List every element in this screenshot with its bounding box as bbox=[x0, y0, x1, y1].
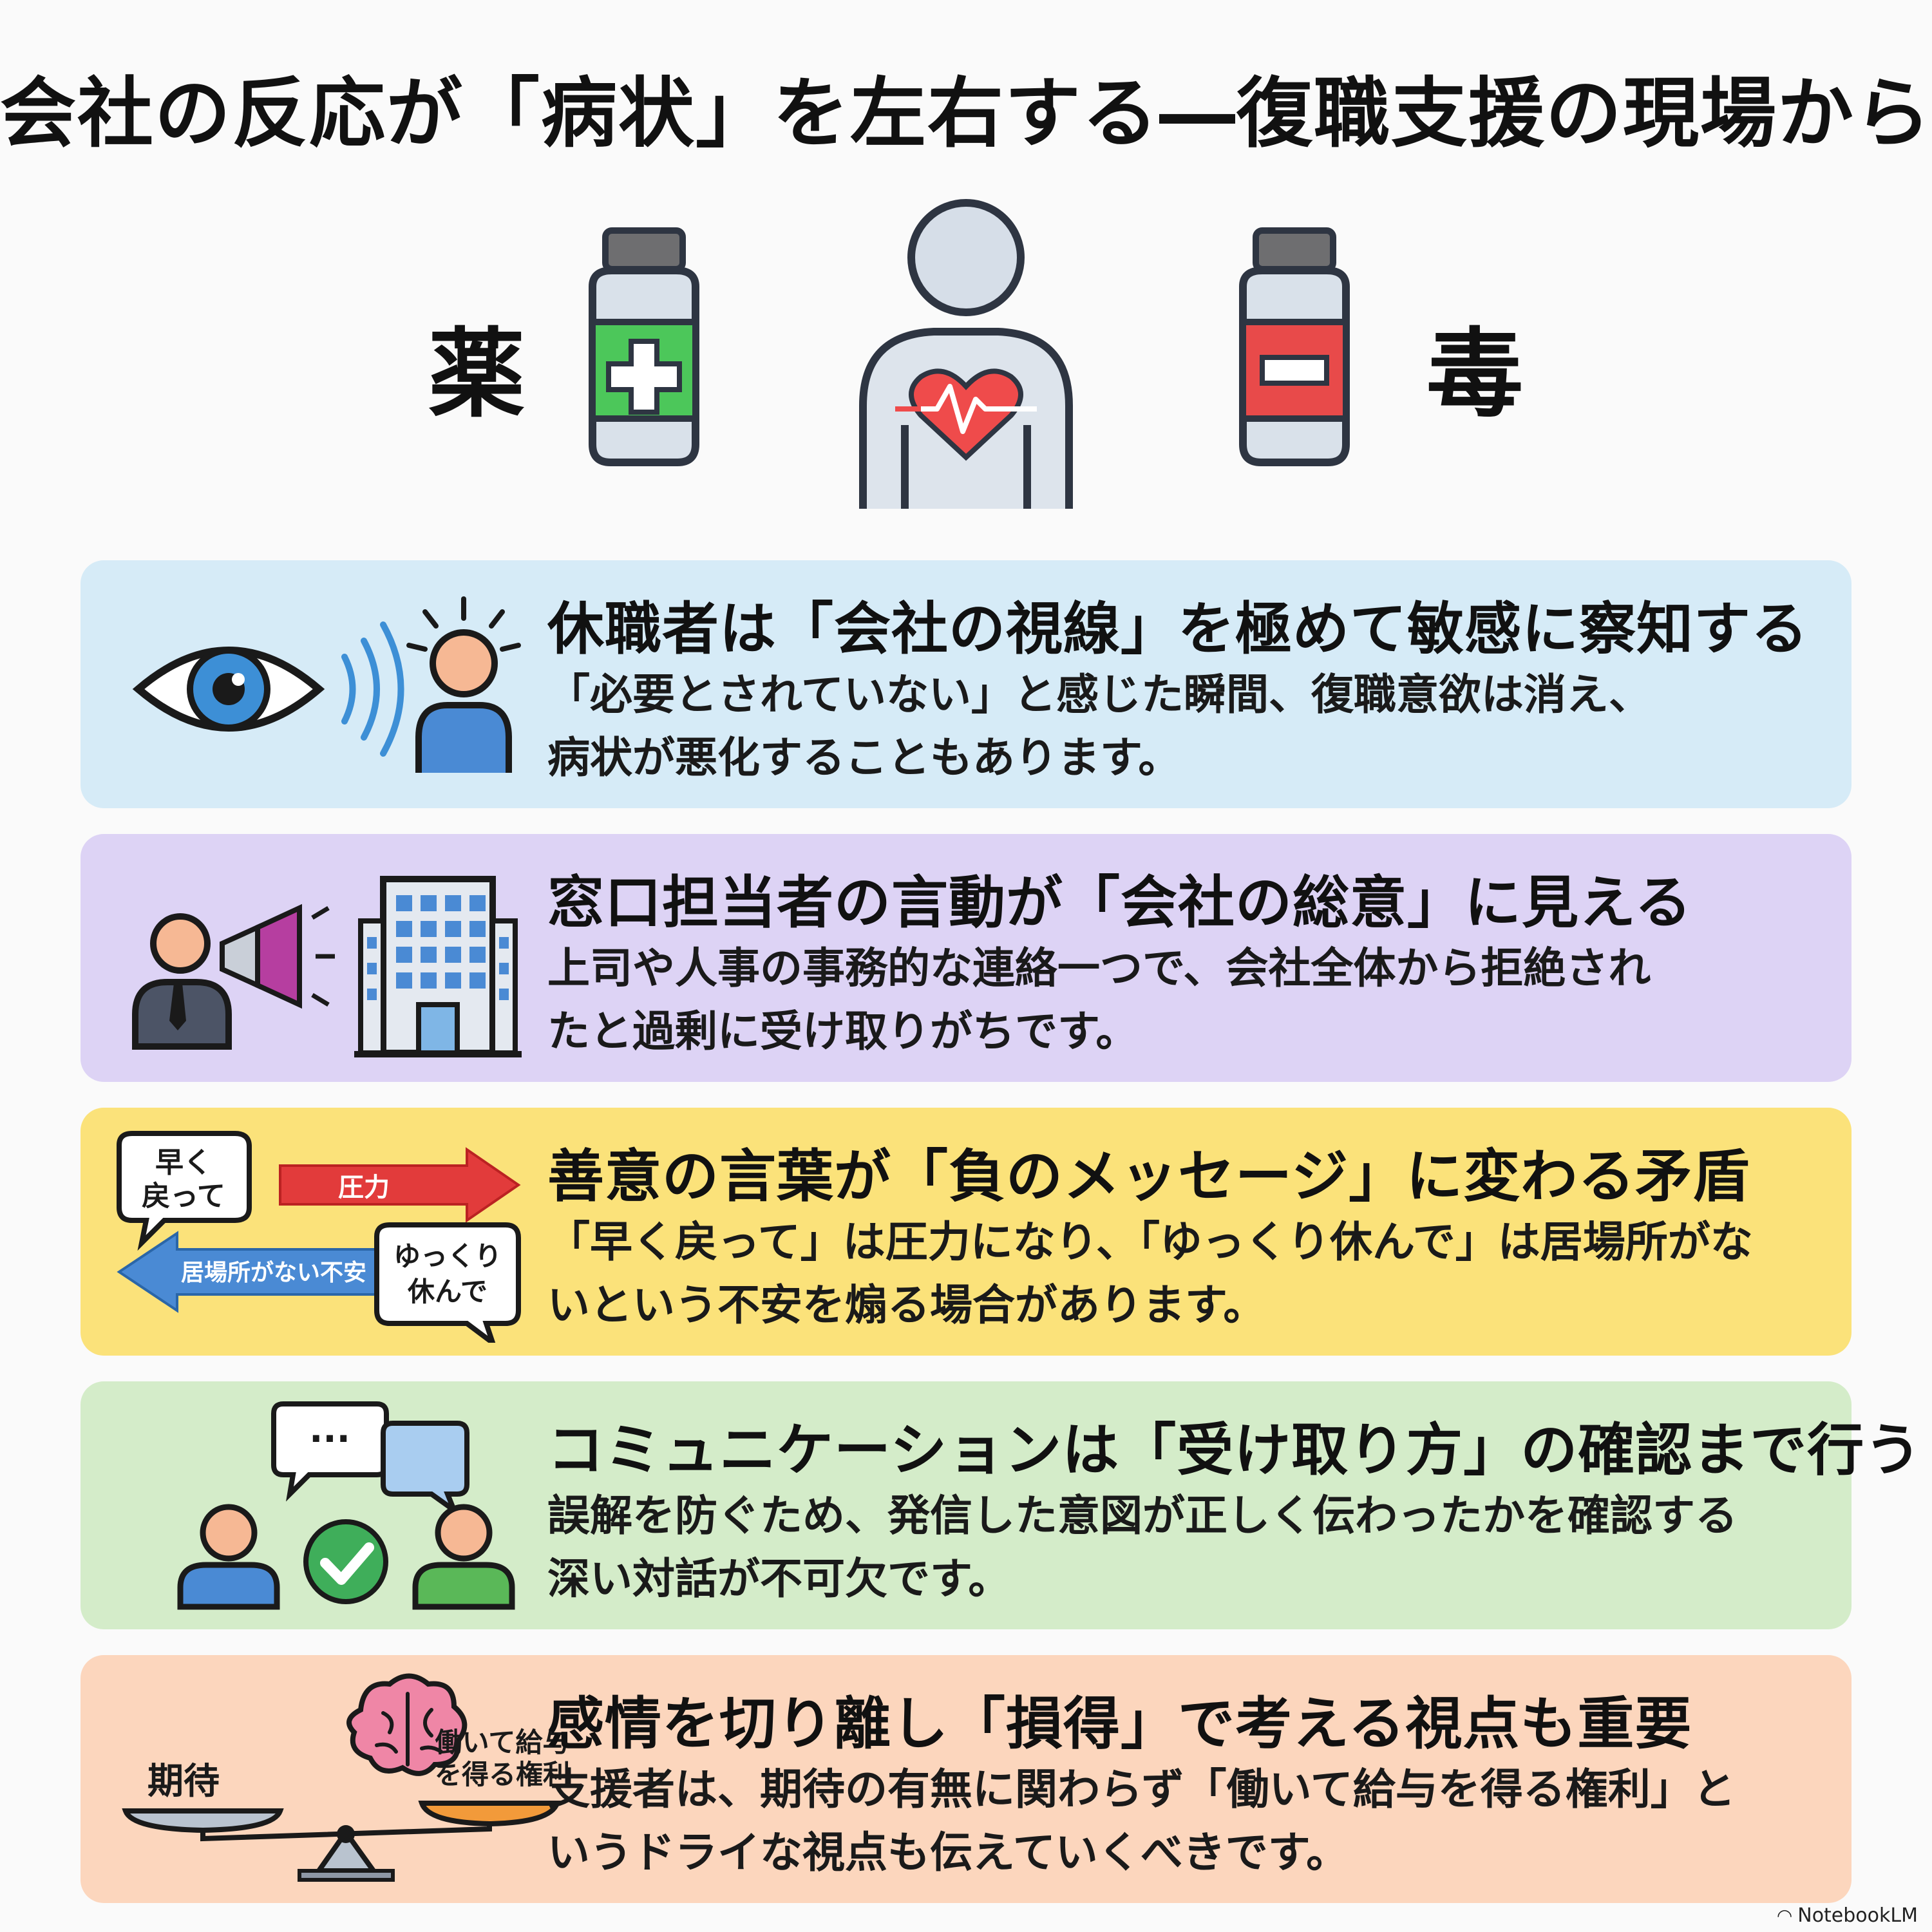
card-body: 誤解を防ぐため、発信した意図が正しく伝わったかを確認する 深い対話が不可欠です。 bbox=[547, 1484, 1835, 1611]
card-body-line: 誤解を防ぐため、発信した意図が正しく伝わったかを確認する bbox=[547, 1491, 1738, 1540]
poison-label: 毒 bbox=[1426, 319, 1524, 431]
chat-check-icon: ··· bbox=[177, 1401, 515, 1610]
card-body: 「早く戻って」は圧力になり、「ゆっくり休んで」は居場所がな いという不安を煽る場… bbox=[547, 1211, 1835, 1337]
card-heading: 休職者は「会社の視線」を極めて敏感に察知する bbox=[547, 596, 1809, 662]
person-heart-icon bbox=[859, 199, 1073, 509]
footer-brand: ◠NotebookLM bbox=[1777, 1904, 1918, 1927]
bubble-rest-line: ゆっくり bbox=[393, 1240, 502, 1272]
hero-illustration: 薬 毒 bbox=[0, 193, 1932, 528]
arrow-pressure-label: 圧力 bbox=[338, 1173, 390, 1202]
card-body-line: 「早く戻って」は圧力になり、「ゆっくり休んで」は居場所がな bbox=[547, 1217, 1753, 1267]
card-body: 上司や人事の事務的な連絡一つで、会社全体から拒絶され たと過剰に受け取りがちです… bbox=[547, 937, 1835, 1063]
card-body-line: 支援者は、期待の有無に関わらず「働いて給与を得る権利」と bbox=[547, 1765, 1736, 1814]
card-heading: コミュニケーションは「受け取り方」の確認まで行う bbox=[547, 1417, 1922, 1483]
bubble-hurry-line: 早く bbox=[155, 1146, 212, 1179]
notebooklm-logo-icon: ◠ bbox=[1776, 1905, 1793, 1926]
scale-left-label: 期待 bbox=[147, 1761, 220, 1803]
brand-name: NotebookLM bbox=[1797, 1904, 1918, 1927]
page-title: 会社の反応が「病状」を左右する―復職支援の現場から bbox=[0, 69, 1932, 158]
chat-dots: ··· bbox=[309, 1418, 350, 1460]
card-body-line: たと過剰に受け取りがちです。 bbox=[547, 1007, 1139, 1056]
brain-scale-icon: 期待 働いて給与 を得る権利 bbox=[122, 1673, 570, 1882]
eye-person-icon bbox=[132, 596, 521, 773]
medicine-label: 薬 bbox=[428, 319, 526, 431]
arrow-anxiety-label: 居場所がない不安 bbox=[181, 1260, 366, 1286]
card-cost-benefit: 期待 働いて給与 を得る権利 感情を切り離し「損得」で考える視点も重要 支援者は… bbox=[80, 1655, 1852, 1903]
card-communication-check: ··· コミュニケーションは「受け取り方」の確認まで行う 誤解を防ぐため、発信し… bbox=[80, 1381, 1921, 1629]
card-company-gaze: 休職者は「会社の視線」を極めて敏感に察知する 「必要とされていない」と感じた瞬間… bbox=[80, 560, 1852, 808]
card-body-line: 病状が悪化することもあります。 bbox=[547, 733, 1181, 782]
scale-right-label: を得る権利 bbox=[435, 1759, 570, 1790]
medicine-bottle-plus-icon bbox=[589, 227, 699, 466]
card-body-line: 上司や人事の事務的な連絡一つで、会社全体から拒絶され bbox=[547, 943, 1651, 993]
scale-right-label: 働いて給与 bbox=[435, 1727, 570, 1758]
bubble-hurry-line: 戻って bbox=[142, 1180, 225, 1213]
card-body: 「必要とされていない」と感じた瞬間、復職意欲は消え、 病状が悪化することもありま… bbox=[547, 663, 1835, 790]
card-body: 支援者は、期待の有無に関わらず「働いて給与を得る権利」と いうドライな視点も伝え… bbox=[547, 1758, 1835, 1884]
card-body-line: 深い対話が不可欠です。 bbox=[547, 1554, 1011, 1604]
card-body-line: いという不安を煽る場合があります。 bbox=[547, 1280, 1266, 1330]
brain-icon bbox=[346, 1673, 468, 1776]
bubble-rest-line: 休んで bbox=[407, 1276, 488, 1307]
card-heading: 善意の言葉が「負のメッセージ」に変わる矛盾 bbox=[547, 1143, 1750, 1209]
card-body-line: 「必要とされていない」と感じた瞬間、復職意欲は消え、 bbox=[547, 670, 1652, 719]
card-heading: 感情を切り離し「損得」で考える視点も重要 bbox=[547, 1690, 1692, 1757]
card-heading: 窓口担当者の言動が「会社の総意」に見える bbox=[547, 869, 1692, 936]
card-body-line: いうドライな視点も伝えていくべきです。 bbox=[547, 1828, 1349, 1877]
card-contact-person: 窓口担当者の言動が「会社の総意」に見える 上司や人事の事務的な連絡一つで、会社全… bbox=[80, 834, 1852, 1082]
megaphone-building-icon bbox=[132, 876, 522, 1057]
speech-arrows-icon: 圧力 早く 戻って 居場所がない不安 ゆっくり 休んで bbox=[117, 1131, 521, 1343]
card-goodwill-contradiction: 圧力 早く 戻って 居場所がない不安 ゆっくり 休んで 善意の言葉が「負のメッセ… bbox=[80, 1108, 1852, 1356]
medicine-bottle-minus-icon bbox=[1239, 227, 1350, 466]
